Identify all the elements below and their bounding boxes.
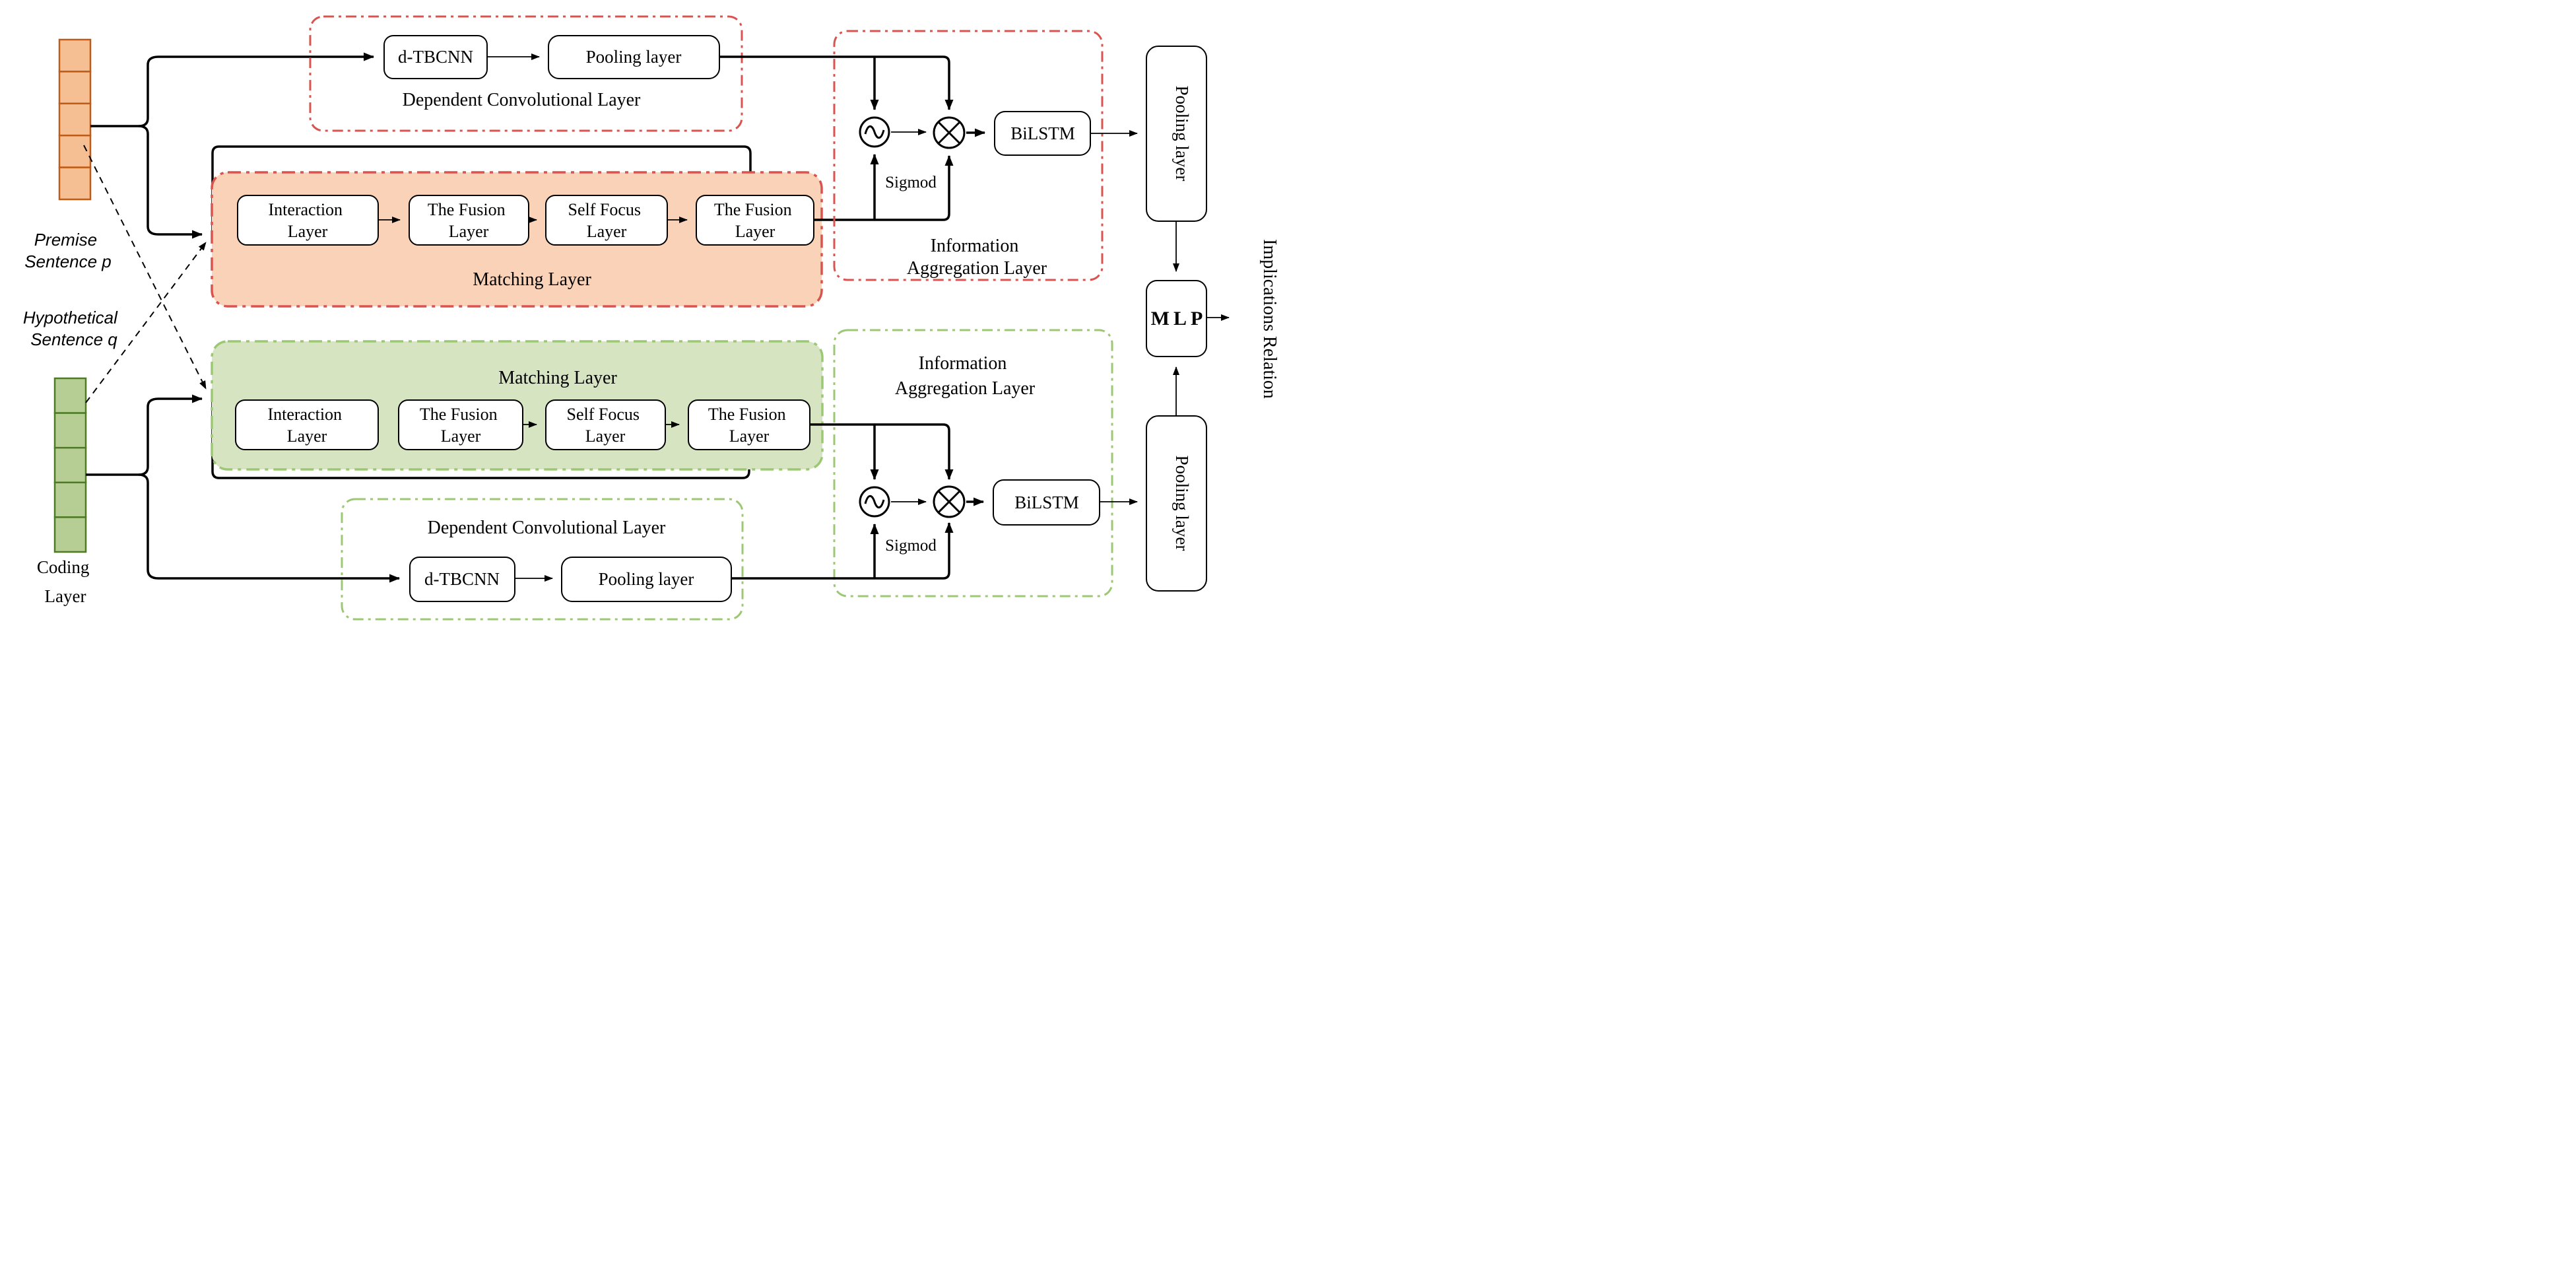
bottom-conv-output-rail [731, 522, 954, 580]
bottom-fusion2-label: The Fusion Layer [708, 405, 790, 446]
hypothesis-coding-stack [53, 377, 87, 553]
top-conv-layer-title: Dependent Convolutional Layer [403, 90, 641, 110]
coding-layer-label: Coding Layer [37, 557, 94, 606]
bottom-agg-layer-box [833, 329, 1113, 597]
bottom-conv-layer-title: Dependent Convolutional Layer [428, 518, 666, 538]
bottom-dtbcnn-label: d-TBCNN [424, 569, 500, 589]
mlp-label: MLP [1151, 308, 1207, 329]
bottom-selffocus-label: Self Focus Layer [567, 405, 644, 446]
top-conv-output-rail [719, 55, 954, 110]
top-pooling-label: Pooling layer [586, 47, 682, 67]
bottom-matching-title: Matching Layer [498, 368, 617, 388]
architecture-diagram: Premise Sentence p Hypothetical Sentence… [0, 0, 1288, 630]
bottom-sigmoid-wave-icon [864, 494, 885, 509]
top-fusion2-label: The Fusion Layer [714, 200, 796, 241]
implications-relation-label: Implications Relation [1259, 239, 1280, 399]
bottom-bilstm-label: BiLSTM [1014, 493, 1079, 512]
premise-coding-stack [58, 38, 92, 201]
bottom-matching-output-rail [810, 423, 954, 480]
top-fusion1-label: The Fusion Layer [428, 200, 510, 241]
bottom-interaction-box [235, 399, 379, 450]
bottom-conv-layer-box [341, 498, 744, 621]
mlp-box [1146, 280, 1207, 357]
top-interaction-label: Interaction Layer [268, 200, 347, 241]
top-bilstm-label: BiLSTM [1010, 123, 1075, 143]
top-dtbcnn-label: d-TBCNN [398, 47, 473, 67]
right-pooling-top-label: Pooling layer [1172, 86, 1192, 182]
bottom-sigmod-label: Sigmod [885, 537, 937, 555]
premise-connectors [90, 52, 755, 239]
bottom-multiply-x-icon [937, 490, 961, 514]
bottom-fusion1-label: The Fusion Layer [420, 405, 502, 446]
bottom-agg-title: Information Aggregation Layer [895, 353, 1036, 399]
hypothetical-label: Hypothetical Sentence q [23, 308, 122, 349]
hypothesis-connectors [86, 394, 754, 583]
right-pooling-bottom-label: Pooling layer [1172, 456, 1192, 551]
diagram-canvas: Premise Sentence p Hypothetical Sentence… [23, 15, 1280, 621]
hypothesis-to-premise-matching-dashed [85, 242, 207, 403]
top-selffocus-label: Self Focus Layer [568, 200, 645, 241]
bottom-interaction-label: Interaction Layer [267, 405, 346, 446]
top-conv-layer-box [309, 15, 743, 132]
premise-to-hypothesis-matching-dashed [83, 145, 207, 390]
bottom-bilstm-box [993, 479, 1100, 526]
top-agg-title: Information Aggregation Layer [907, 236, 1047, 279]
top-multiply-x-icon [937, 121, 961, 145]
top-agg-layer-box [833, 30, 1104, 281]
top-sigmod-label: Sigmod [885, 174, 937, 191]
right-pooling-bottom-box [1146, 415, 1207, 592]
bottom-pooling-label: Pooling layer [599, 569, 694, 589]
top-sigmoid-wave-icon [864, 125, 885, 139]
premise-label: Premise Sentence p [24, 230, 112, 271]
top-matching-output-rail [814, 154, 954, 221]
bottom-dtbcnn-box [409, 557, 515, 602]
top-matching-title: Matching Layer [473, 269, 591, 290]
